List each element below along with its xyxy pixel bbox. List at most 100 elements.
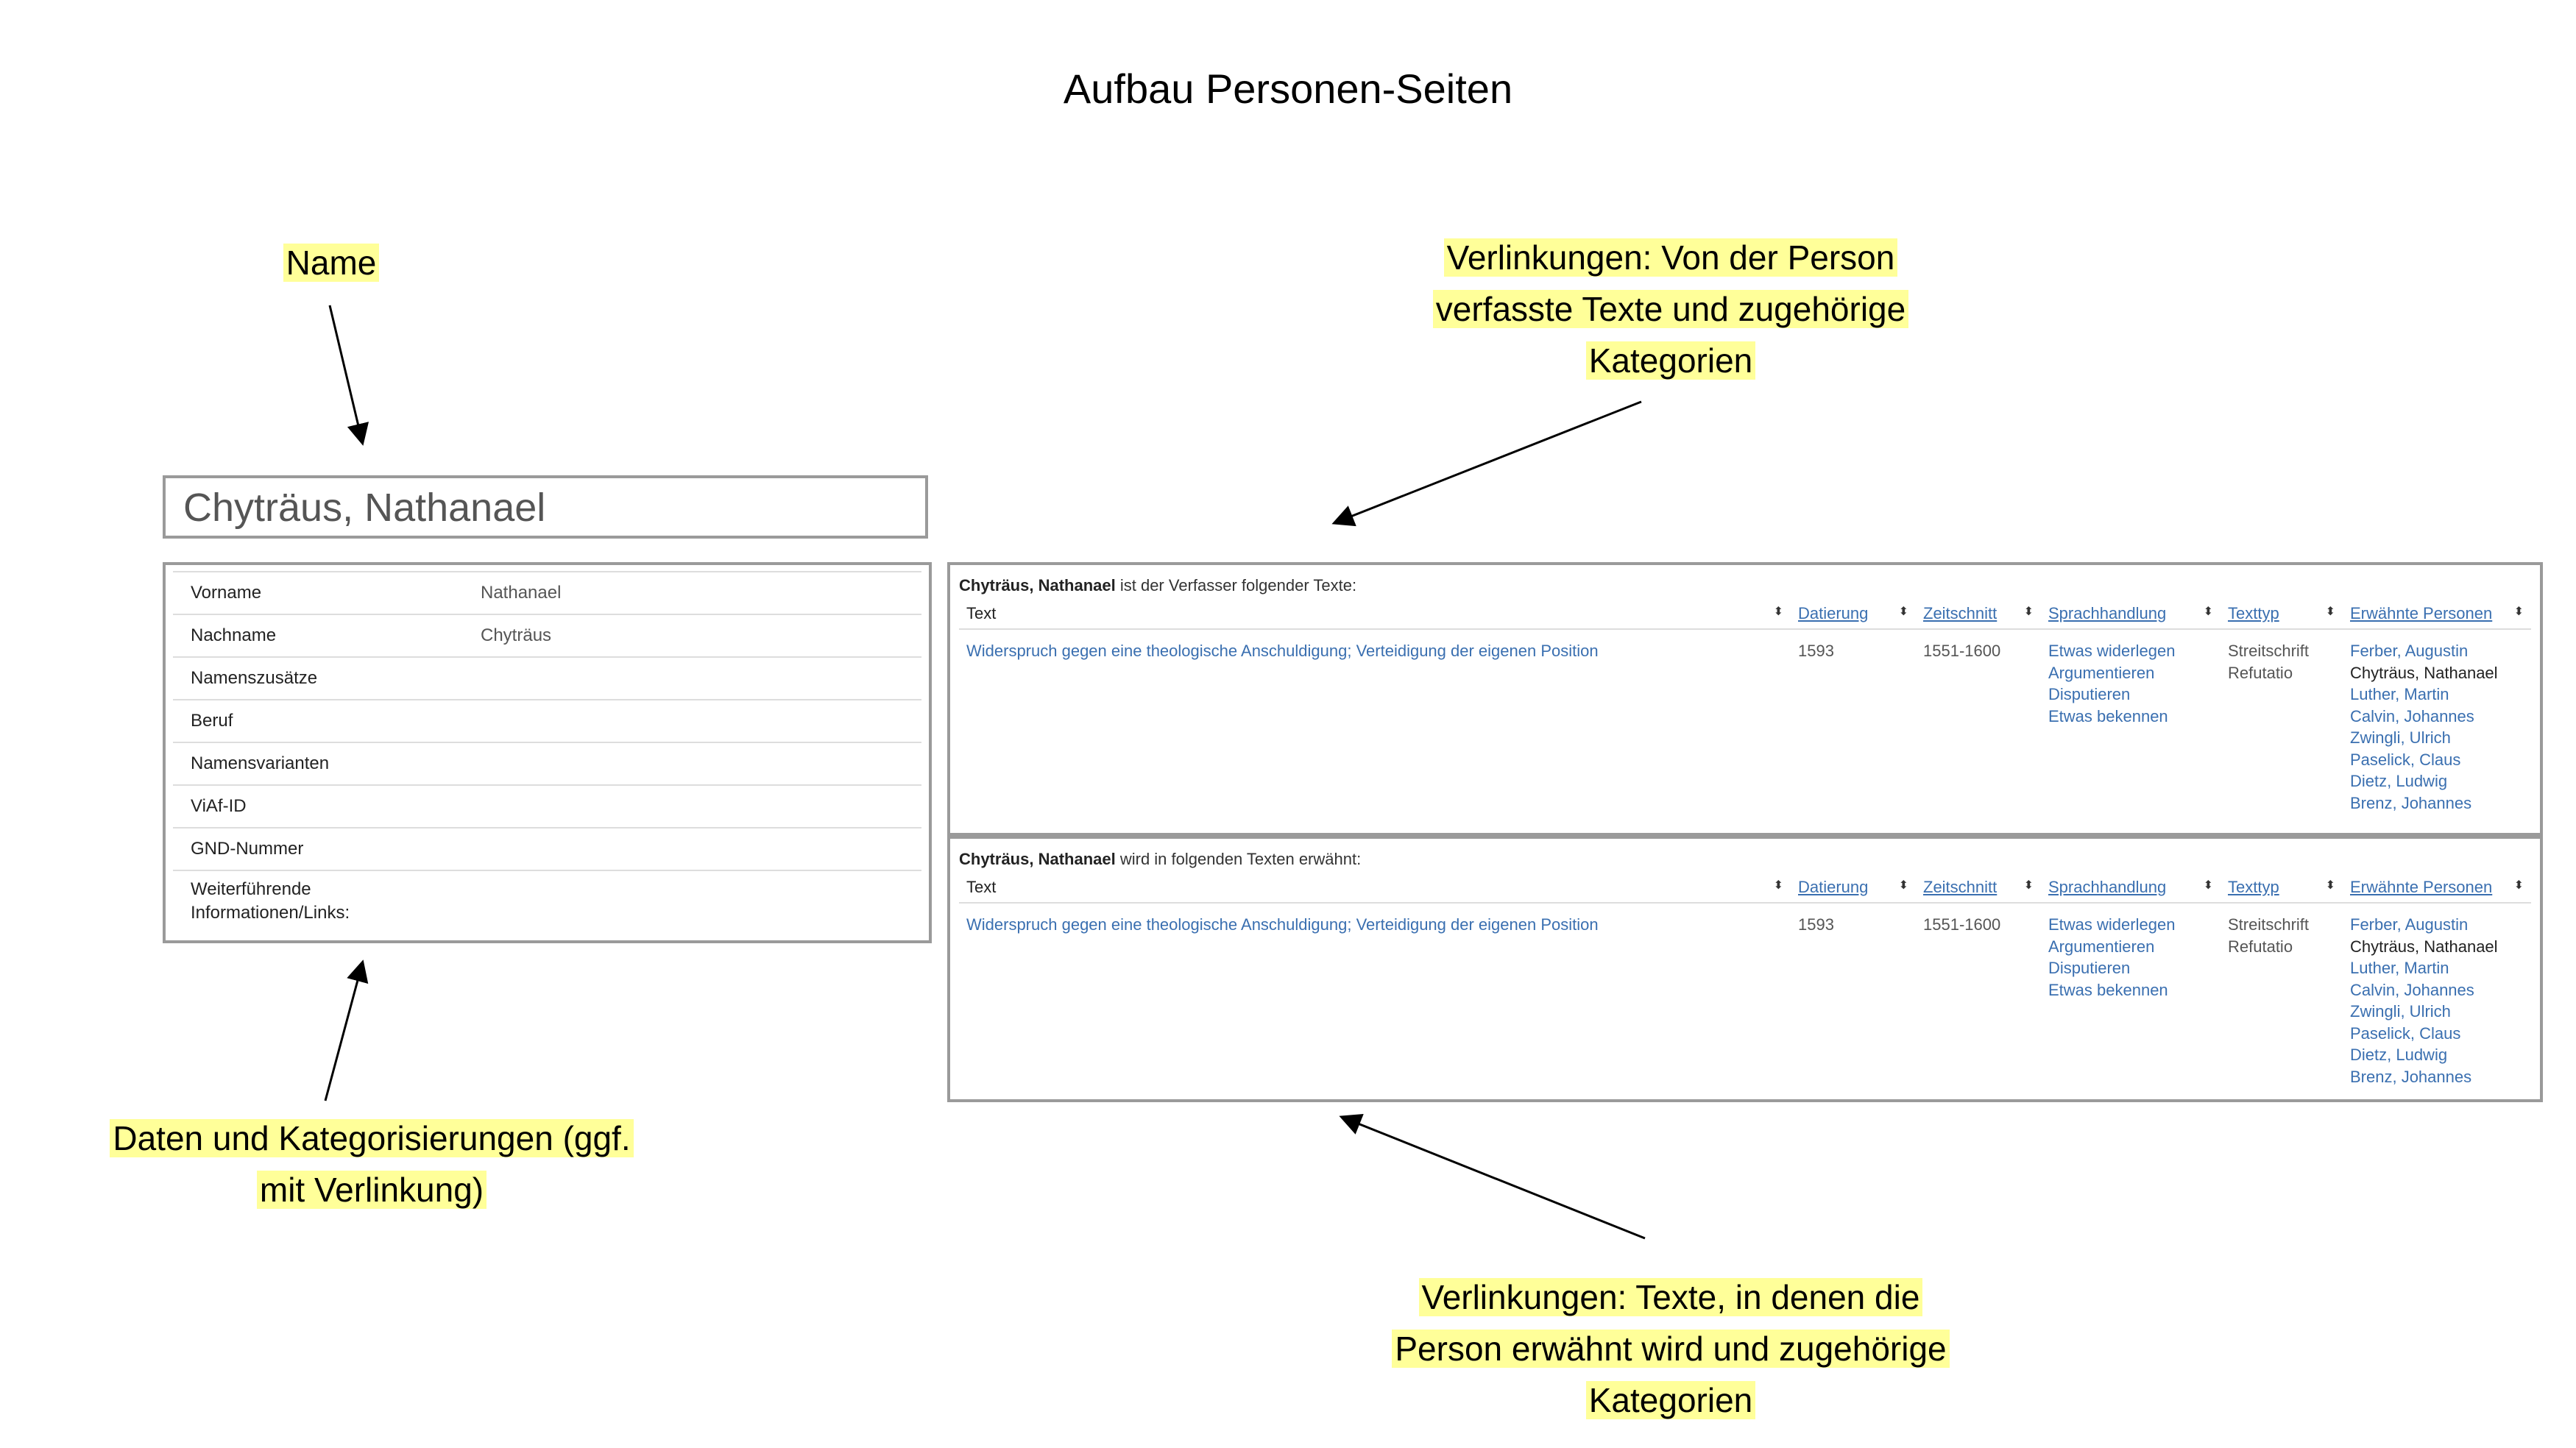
column-label: Sprachhandlung: [2048, 604, 2167, 622]
column-header-sprachhandlung[interactable]: Sprachhandlung ⬍: [2041, 873, 2221, 904]
column-header-texttyp[interactable]: Texttyp⬍: [2221, 599, 2343, 630]
sort-icon[interactable]: ⬍: [1898, 879, 1908, 892]
person-link[interactable]: Luther, Martin: [2350, 685, 2449, 703]
callout-mentioned-line: Verlinkungen: Texte, in denen die: [1418, 1278, 1923, 1316]
table-row: GND-Nummer: [173, 827, 921, 870]
sprachhandlung-link[interactable]: Argumentieren: [2048, 663, 2155, 682]
person-link[interactable]: Paselick, Claus: [2350, 750, 2461, 769]
arrow-mentioned: [1339, 1113, 1646, 1240]
sprachhandlung-link[interactable]: Argumentieren: [2048, 937, 2155, 956]
field-value: [463, 699, 921, 742]
person-link[interactable]: Zwingli, Ulrich: [2350, 1002, 2451, 1021]
field-value: Nathanael: [463, 571, 921, 614]
field-value: [463, 827, 921, 870]
arrow-data: [324, 959, 369, 1101]
person-link[interactable]: Brenz, Johannes: [2350, 793, 2472, 812]
table-row: Beruf: [173, 699, 921, 742]
sort-icon[interactable]: ⬍: [2023, 606, 2034, 618]
caption-text: wird in folgenden Texten erwähnt:: [1115, 850, 1362, 868]
column-header-zeitschnitt[interactable]: Zeitschnitt⬍: [1916, 873, 2041, 904]
sprachhandlung-link[interactable]: Disputieren: [2048, 685, 2131, 703]
table-header-row: Text ⬍ Datierung ⬍ Zeitschnitt⬍ Sprachhand…: [959, 873, 2531, 904]
sort-icon[interactable]: ⬍: [2513, 879, 2524, 892]
sprachhandlung-link[interactable]: Etwas bekennen: [2048, 706, 2168, 725]
column-label: Erwähnte Personen: [2350, 878, 2493, 896]
person-link[interactable]: Ferber, Augustin: [2350, 915, 2469, 934]
texttyp-value: Streitschrift: [2228, 642, 2310, 660]
sort-icon[interactable]: ⬍: [2325, 606, 2335, 618]
mentioned-caption: Chyträus, Nathanael wird in folgenden Te…: [959, 846, 2531, 873]
column-header-personen[interactable]: Erwähnte Personen⬍: [2343, 599, 2531, 630]
callout-authored: Verlinkungen: Von der Person verfasste T…: [1384, 232, 1958, 386]
column-label: Sprachhandlung: [2048, 878, 2167, 896]
field-label: Weiterführende Informationen/Links:: [173, 870, 463, 931]
cell-sprachhandlung: Etwas widerlegen Argumentieren Disputier…: [2041, 903, 2221, 1087]
table-row: Weiterführende Informationen/Links:: [173, 870, 921, 931]
sprachhandlung-link[interactable]: Etwas bekennen: [2048, 980, 2168, 999]
field-label: Namensvarianten: [173, 742, 463, 785]
callout-data: Daten und Kategorisierungen (ggf. mit Ve…: [74, 1112, 670, 1215]
text-link[interactable]: Widerspruch gegen eine theologische Ansc…: [966, 915, 1599, 934]
field-value: [463, 870, 921, 931]
person-link[interactable]: Calvin, Johannes: [2350, 706, 2474, 725]
field-label: ViAf-ID: [173, 784, 463, 828]
table-row: Widerspruch gegen eine theologische Ansc…: [959, 903, 2531, 1087]
sort-icon[interactable]: ⬍: [1773, 606, 1783, 618]
person-link[interactable]: Ferber, Augustin: [2350, 642, 2469, 660]
cell-zeitschnitt: 1551-1600: [1923, 642, 2001, 660]
table-row: Widerspruch gegen eine theologische Ansc…: [959, 629, 2531, 814]
sort-icon[interactable]: ⬍: [2203, 879, 2213, 892]
callout-data-line: mit Verlinkung): [256, 1171, 487, 1209]
column-header-datierung[interactable]: Datierung ⬍: [1791, 873, 1916, 904]
person-link[interactable]: Paselick, Claus: [2350, 1023, 2461, 1043]
texttyp-value: Refutatio: [2228, 937, 2293, 956]
column-header-text[interactable]: Text ⬍: [959, 873, 1791, 904]
column-header-text[interactable]: Text⬍: [959, 599, 1791, 630]
cell-texttyp: Streitschrift Refutatio: [2221, 903, 2343, 1087]
callout-authored-line: verfasste Texte und zugehörige: [1432, 290, 1909, 328]
column-label: Zeitschnitt: [1923, 604, 1998, 622]
column-header-texttyp[interactable]: Texttyp⬍: [2221, 873, 2343, 904]
column-header-zeitschnitt[interactable]: Zeitschnitt ⬍: [1916, 599, 2041, 630]
column-label: Text: [966, 878, 997, 896]
field-value: [463, 742, 921, 785]
table-row: Namensvarianten: [173, 742, 921, 785]
column-label: Datierung: [1798, 878, 1869, 896]
person-link[interactable]: Dietz, Ludwig: [2350, 1046, 2448, 1064]
column-label: Datierung: [1798, 604, 1869, 622]
cell-sprachhandlung: Etwas widerlegen Argumentieren Disputier…: [2041, 629, 2221, 814]
sort-icon[interactable]: ⬍: [2513, 606, 2524, 618]
callout-mentioned: Verlinkungen: Texte, in denen die Person…: [1354, 1271, 1987, 1426]
sort-icon[interactable]: ⬍: [2023, 879, 2034, 892]
mentioned-texts-panel: Chyträus, Nathanael wird in folgenden Te…: [947, 836, 2543, 1102]
sort-icon[interactable]: ⬍: [2203, 606, 2213, 618]
sort-icon[interactable]: ⬍: [2325, 879, 2335, 892]
column-header-personen[interactable]: Erwähnte Personen ⬍: [2343, 873, 2531, 904]
field-label: Namenszusätze: [173, 656, 463, 700]
table-row: Namenszusätze: [173, 656, 921, 700]
callout-mentioned-line: Kategorien: [1585, 1381, 1756, 1419]
table-row: Nachname Chyträus: [173, 614, 921, 657]
text-link[interactable]: Widerspruch gegen eine theologische Ansc…: [966, 642, 1599, 660]
caption-text: ist der Verfasser folgender Texte:: [1115, 576, 1357, 595]
person-name-heading: Chyträus, Nathanael: [163, 475, 928, 539]
callout-name: Name: [221, 237, 442, 288]
column-header-sprachhandlung[interactable]: Sprachhandlung ⬍: [2041, 599, 2221, 630]
sort-icon[interactable]: ⬍: [1898, 606, 1908, 618]
sprachhandlung-link[interactable]: Disputieren: [2048, 959, 2131, 977]
cell-text: Widerspruch gegen eine theologische Ansc…: [959, 903, 1791, 1087]
person-link[interactable]: Dietz, Ludwig: [2350, 772, 2448, 790]
person-link[interactable]: Calvin, Johannes: [2350, 980, 2474, 999]
person-link[interactable]: Brenz, Johannes: [2350, 1067, 2472, 1086]
field-label: Nachname: [173, 614, 463, 657]
arrow-authored: [1331, 400, 1642, 527]
person-link[interactable]: Luther, Martin: [2350, 959, 2449, 977]
column-header-datierung[interactable]: Datierung ⬍: [1791, 599, 1916, 630]
sort-icon[interactable]: ⬍: [1773, 879, 1783, 892]
sprachhandlung-link[interactable]: Etwas widerlegen: [2048, 915, 2176, 934]
field-label: Beruf: [173, 699, 463, 742]
person-link[interactable]: Zwingli, Ulrich: [2350, 728, 2451, 747]
sprachhandlung-link[interactable]: Etwas widerlegen: [2048, 642, 2176, 660]
caption-person-name: Chyträus, Nathanael: [959, 850, 1116, 868]
cell-text: Widerspruch gegen eine theologische Ansc…: [959, 629, 1791, 814]
